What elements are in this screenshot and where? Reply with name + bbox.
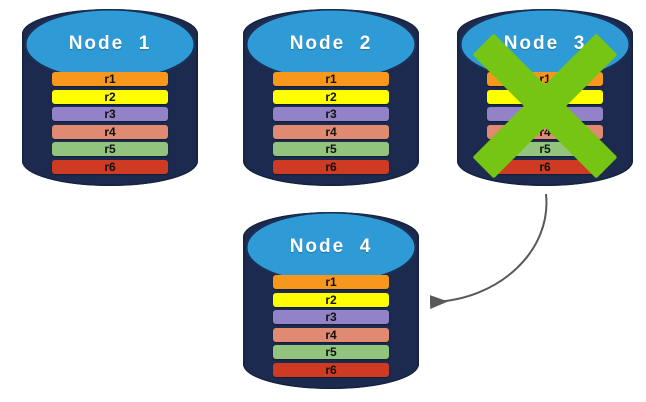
node-cylinder-top	[245, 9, 417, 80]
replica-r2[interactable]: r2	[273, 89, 389, 104]
replica-stack: r1 r2 r3 r4 r5 r6	[457, 9, 633, 186]
replica-r6[interactable]: r6	[273, 159, 389, 174]
connector-node3-to-node4	[429, 193, 548, 310]
replica-r3[interactable]: r3	[52, 107, 168, 121]
replica-r6[interactable]: r6	[487, 159, 603, 174]
replica-r4[interactable]: r4	[487, 124, 603, 139]
replica-r4[interactable]: r4	[52, 124, 168, 139]
replica-r2[interactable]: r2	[273, 292, 389, 307]
database-node-2[interactable]: Node 2 r1 r2 r3 r4 r5 r6	[243, 9, 419, 186]
replica-stack: r1 r2 r3 r4 r5 r6	[243, 9, 419, 186]
replica-r5[interactable]: r5	[273, 142, 389, 156]
replica-r5[interactable]: r5	[273, 345, 389, 359]
node-label: Node 1	[68, 33, 152, 55]
database-node-1[interactable]: Node 1 r1 r2 r3 r4 r5 r6	[22, 9, 198, 186]
replica-r3[interactable]: r3	[273, 310, 389, 324]
replica-r3[interactable]: r3	[273, 107, 389, 121]
replica-r1[interactable]: r1	[52, 72, 168, 86]
replica-stack: r1 r2 r3 r4 r5 r6	[22, 9, 198, 186]
replica-r6[interactable]: r6	[273, 362, 389, 377]
replica-r5[interactable]: r5	[52, 142, 168, 156]
replica-r1[interactable]: r1	[487, 72, 603, 86]
replica-r6[interactable]: r6	[52, 159, 168, 174]
replica-r5[interactable]: r5	[487, 142, 603, 156]
node-label: Node 2	[289, 33, 373, 55]
node-cylinder-top	[245, 212, 417, 283]
replica-r4[interactable]: r4	[273, 124, 389, 139]
replica-r2[interactable]: r2	[52, 89, 168, 104]
database-node-4[interactable]: Node 4 r1 r2 r3 r4 r5 r6	[243, 212, 419, 389]
replica-stack: r1 r2 r3 r4 r5 r6	[243, 212, 419, 389]
node-cylinder-top	[24, 9, 196, 80]
node-label: Node 4	[289, 236, 373, 258]
replica-r1[interactable]: r1	[273, 72, 389, 86]
replica-r1[interactable]: r1	[273, 275, 389, 289]
replica-r3[interactable]: r3	[487, 107, 603, 121]
replica-r2[interactable]: r2	[487, 89, 603, 104]
replica-r4[interactable]: r4	[273, 327, 389, 342]
